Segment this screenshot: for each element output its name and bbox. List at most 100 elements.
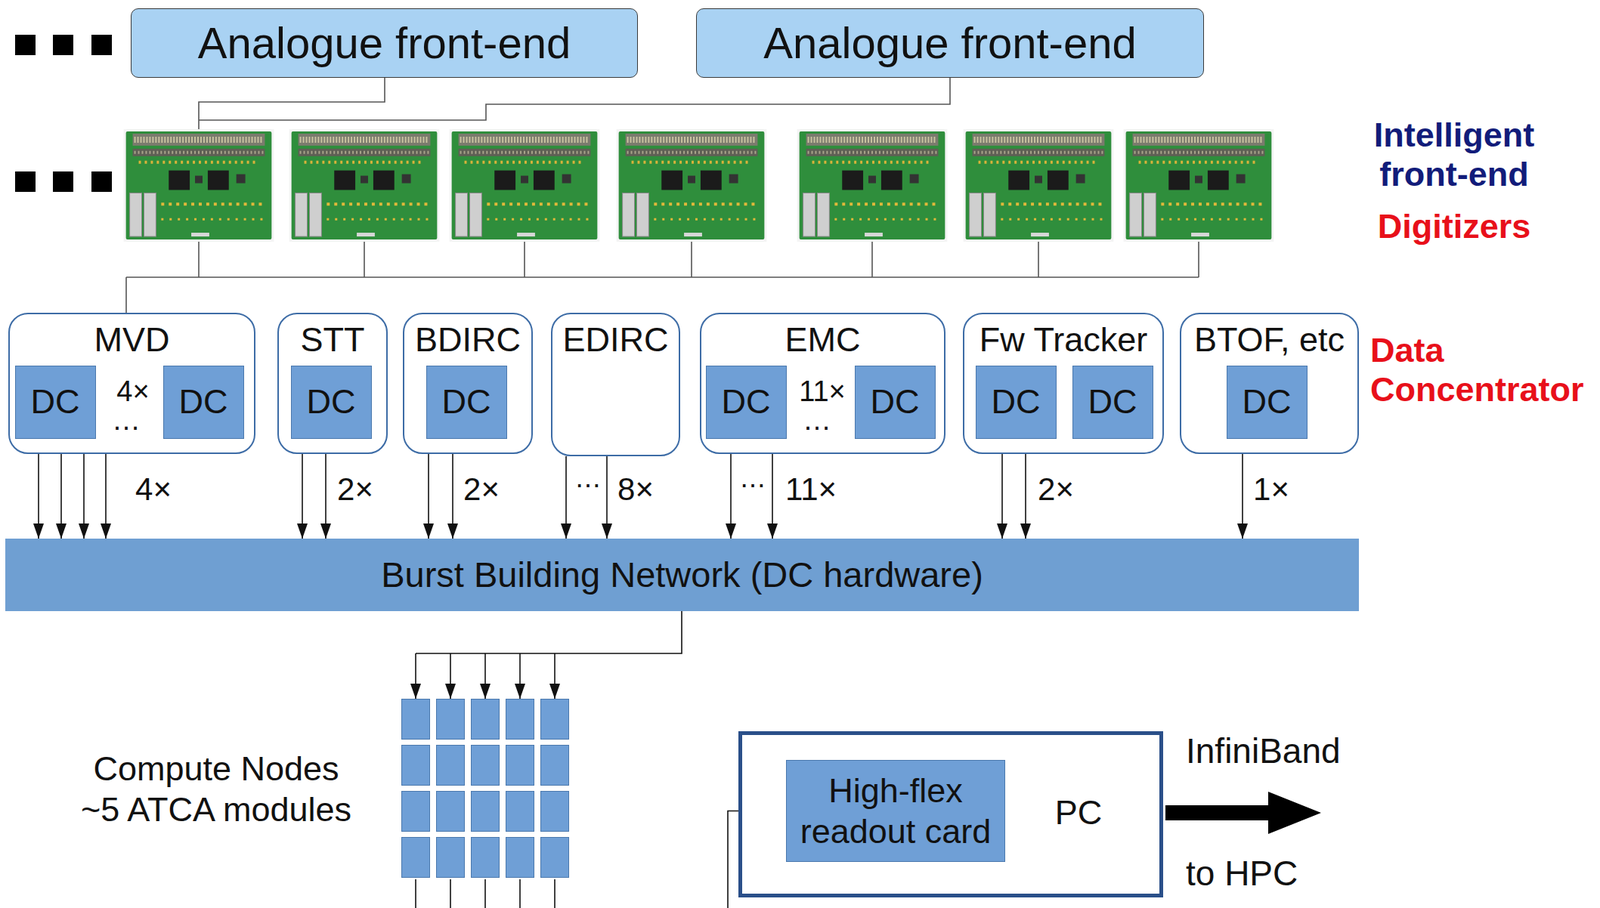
box-label: DC xyxy=(179,382,229,422)
connector xyxy=(730,454,773,539)
data-concentrator-box: DC xyxy=(15,365,96,440)
annotation-label: Digitizers xyxy=(1377,207,1532,247)
compute-module xyxy=(505,699,535,740)
connector-line xyxy=(415,611,682,654)
box-label: Analogue front-end xyxy=(763,18,1136,69)
connector-line xyxy=(606,456,608,539)
box-label: STT xyxy=(300,320,366,360)
square-dot xyxy=(52,171,74,192)
heading-row: EDIRC xyxy=(552,320,679,360)
connector-line xyxy=(1024,454,1027,539)
annotation-label: 4× xyxy=(116,377,149,406)
data-concentrator-box: DC xyxy=(426,365,508,440)
connector-line xyxy=(519,653,521,700)
box-label: DC xyxy=(1242,382,1292,422)
annotation-label: … xyxy=(111,405,141,435)
wire xyxy=(126,241,1199,313)
detector-group: STT DC xyxy=(277,312,388,455)
connector-line xyxy=(414,653,417,700)
wires xyxy=(126,77,1199,313)
box-label: PC xyxy=(1055,793,1103,833)
connector xyxy=(1002,454,1026,539)
square-dot xyxy=(52,34,74,56)
annotation-label: ⋯ xyxy=(739,470,766,501)
connector-line xyxy=(1001,454,1003,539)
connector xyxy=(566,456,607,539)
connector-line xyxy=(565,456,567,539)
digitizer-board xyxy=(289,129,440,242)
connector-line xyxy=(451,454,454,539)
compute-module xyxy=(505,745,535,787)
box-label: Analogue front-end xyxy=(198,18,571,69)
detector-group: Fw TrackerDC DC xyxy=(962,312,1164,455)
box-label: MVD xyxy=(94,320,171,360)
connector xyxy=(428,454,453,539)
connector-line xyxy=(730,454,732,539)
ellipsis-squares xyxy=(15,34,112,192)
digitizer-boards xyxy=(123,129,1275,242)
compute-module xyxy=(540,791,570,833)
network-band: Burst Building Network (DC hardware) xyxy=(5,538,1359,612)
annotation-label: InfiniBand xyxy=(1185,731,1341,772)
compute-module xyxy=(401,699,431,740)
multiplicity-label: 11× xyxy=(785,471,837,508)
digitizer-board xyxy=(797,129,948,242)
connector-line xyxy=(449,653,452,700)
compute-module xyxy=(401,791,431,833)
square-dot xyxy=(91,34,112,56)
box-label: DC xyxy=(991,382,1041,422)
heading-row: BTOF, etc xyxy=(1181,320,1358,360)
connector xyxy=(302,454,326,539)
readout-card: High-flex readout card xyxy=(786,760,1006,863)
heading-row: Fw Tracker xyxy=(964,320,1163,360)
annotation-label: to HPC xyxy=(1185,854,1298,895)
data-concentrator-box: DC xyxy=(1226,365,1308,440)
pc-box: PC High-flex readout card xyxy=(738,731,1164,898)
heading-row: MVD xyxy=(9,320,254,360)
connector-line xyxy=(553,653,556,700)
heading-row: BDIRC xyxy=(404,320,532,360)
digitizer-board xyxy=(1123,129,1275,242)
annotation-label: 11× xyxy=(798,377,846,406)
multiplicity-label: 4× xyxy=(135,471,172,508)
compute-module xyxy=(436,745,465,787)
digitizer-board xyxy=(123,129,275,242)
annotation-label: Intelligent front-end xyxy=(1340,115,1568,195)
annotation-label: ⋯ xyxy=(575,470,601,501)
multiplicity-label: 8× xyxy=(617,471,654,508)
compute-module xyxy=(540,699,570,740)
wire xyxy=(198,77,951,121)
digitizer-board xyxy=(449,129,601,242)
box-label: EMC xyxy=(785,320,861,360)
detector-group: EDIRC xyxy=(550,312,681,457)
arrow-shaft xyxy=(1165,805,1272,821)
heading-row: EMC xyxy=(701,320,944,360)
box-label: Fw Tracker xyxy=(979,320,1149,360)
connector-line xyxy=(771,454,774,539)
arrow-head xyxy=(1268,792,1322,835)
connector-line xyxy=(324,454,327,539)
compute-module xyxy=(401,837,431,879)
connector-line xyxy=(105,454,107,539)
box-label: DC xyxy=(1088,382,1138,422)
connector-line xyxy=(553,879,556,908)
wire xyxy=(198,77,385,130)
digitizer-board xyxy=(616,129,768,242)
data-concentrator-box: DC xyxy=(290,365,372,440)
front-end-box: Analogue front-end xyxy=(130,8,638,78)
data-concentrator-box: DC xyxy=(975,365,1057,440)
compute-module xyxy=(470,699,500,740)
compute-module xyxy=(470,745,500,787)
box-label: BDIRC xyxy=(414,320,521,360)
connector-line xyxy=(37,454,40,539)
multiplicity-label: 1× xyxy=(1253,471,1290,508)
multiplicity-label: 2× xyxy=(463,471,500,508)
compute-module xyxy=(436,791,465,833)
compute-modules xyxy=(401,699,568,880)
connector-line xyxy=(449,879,452,908)
compute-module xyxy=(540,837,570,879)
box-label: DC xyxy=(870,382,920,422)
box-label: EDIRC xyxy=(562,320,669,360)
